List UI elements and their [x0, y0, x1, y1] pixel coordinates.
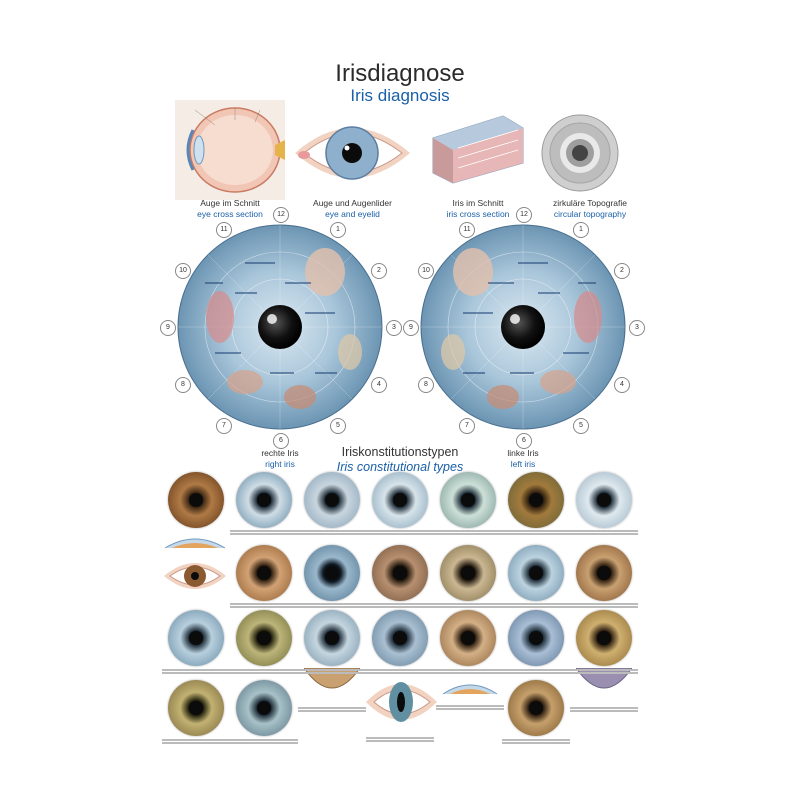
iris-type-image — [372, 472, 428, 528]
clock-number: 6 — [273, 433, 289, 449]
caption-eye-and-eyelid: Auge und Augenlider eye and eyelid — [313, 198, 392, 219]
clock-number: 5 — [330, 418, 346, 434]
section-subtitle: Iris constitutional types — [336, 460, 464, 474]
iris-type-image — [440, 472, 496, 528]
clock-number: 7 — [216, 418, 232, 434]
iris-type-image — [304, 545, 360, 601]
iris-type-image — [508, 472, 564, 528]
page-subtitle: Iris diagnosis — [350, 86, 450, 105]
iris-type-image — [304, 610, 360, 666]
clock-number: 8 — [175, 377, 191, 393]
iris-type-image — [440, 610, 496, 666]
clock-number: 8 — [418, 377, 434, 393]
circular-topography-illustration — [541, 114, 619, 192]
section-title: Iriskonstitutionstypen — [341, 445, 459, 459]
clock-number: 1 — [573, 222, 589, 238]
eyelid-illustration — [164, 538, 226, 549]
clock-number: 2 — [371, 263, 387, 279]
iris-type-image — [440, 545, 496, 601]
clock-number: 3 — [629, 320, 645, 336]
iris-type-image — [372, 610, 428, 666]
iris-type-image — [576, 610, 632, 666]
iris-type-image — [372, 545, 428, 601]
clock-number: 12 — [273, 207, 289, 223]
iris-type-image — [304, 472, 360, 528]
clock-number: 1 — [330, 222, 346, 238]
clock-number: 2 — [614, 263, 630, 279]
clock-number: 11 — [216, 222, 232, 238]
clock-number: 3 — [386, 320, 402, 336]
left-iris-map — [420, 224, 626, 430]
caption-eye-cross-section: Auge im Schnitt eye cross section — [197, 198, 263, 219]
iris-type-image — [236, 545, 292, 601]
iris-type-image — [508, 610, 564, 666]
iris-type-image — [576, 472, 632, 528]
page-title: Irisdiagnose — [335, 60, 465, 87]
iris-type-image — [236, 680, 292, 736]
eye-and-eyelid-illustration — [295, 126, 410, 180]
eyelid-illustration — [442, 684, 498, 695]
iris-type-image — [576, 545, 632, 601]
clock-number: 11 — [459, 222, 475, 238]
eye-illustration — [164, 563, 226, 589]
iris-type-image — [168, 610, 224, 666]
clock-number: 10 — [175, 263, 191, 279]
clock-number: 5 — [573, 418, 589, 434]
eye-closeup-illustration — [366, 682, 437, 722]
caption-circular-topography: zirkuläre Topografie circular topography — [552, 198, 628, 219]
clock-number: 9 — [403, 320, 419, 336]
iris-type-image — [236, 472, 292, 528]
iris-type-image — [168, 680, 224, 736]
iris-type-image — [168, 472, 224, 528]
clock-number: 4 — [371, 377, 387, 393]
caption-right-iris: rechte Iris right iris — [261, 448, 299, 469]
clock-number: 7 — [459, 418, 475, 434]
caption-iris-cross-section: Iris im Schnitt iris cross section — [446, 198, 510, 219]
caption-left-iris: linke Iris left iris — [507, 448, 539, 469]
iris-type-image — [508, 545, 564, 601]
right-iris-map — [177, 224, 383, 430]
clock-number: 9 — [160, 320, 176, 336]
iris-cross-section-illustration — [432, 115, 524, 184]
clock-number: 10 — [418, 263, 434, 279]
clock-number: 12 — [516, 207, 532, 223]
eye-cross-section-illustration — [175, 100, 285, 200]
clock-number: 6 — [516, 433, 532, 449]
iris-type-image — [508, 680, 564, 736]
clock-number: 4 — [614, 377, 630, 393]
iris-type-image — [236, 610, 292, 666]
